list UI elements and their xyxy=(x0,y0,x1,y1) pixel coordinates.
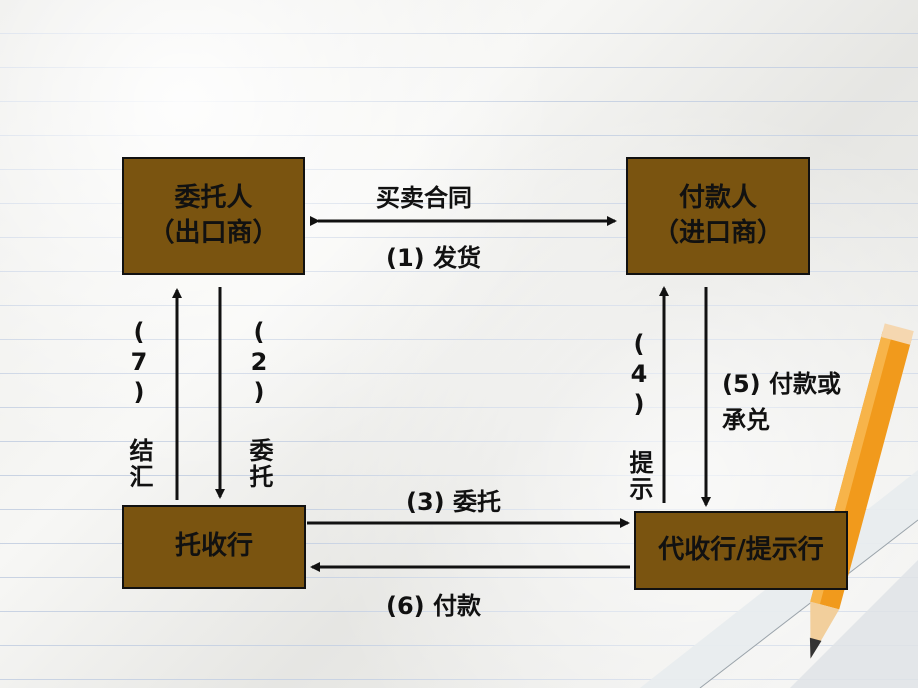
contract-label: 买卖合同 xyxy=(376,184,472,212)
step3-label: (3) 委托 xyxy=(406,488,501,516)
step2-label: (2) 委托 xyxy=(245,318,273,490)
collecting-bank-title: 代收行/提示行 xyxy=(658,534,824,565)
step5-label-line2: 承兑 xyxy=(722,406,770,434)
payer-subtitle: （进口商） xyxy=(652,218,783,248)
remitting-bank-title: 托收行 xyxy=(174,531,253,562)
principal-box: 委托人 （出口商） xyxy=(122,157,305,275)
remitting-bank-box: 托收行 xyxy=(122,505,306,589)
collecting-bank-box: 代收行/提示行 xyxy=(634,511,848,590)
step4-label: (4) 提示 xyxy=(625,330,653,502)
principal-subtitle: （出口商） xyxy=(148,218,279,248)
payer-box: 付款人 （进口商） xyxy=(626,157,810,275)
step1-label: (1) 发货 xyxy=(386,244,481,272)
step7-label: (7) 结汇 xyxy=(125,318,153,490)
step6-label: (6) 付款 xyxy=(386,592,481,620)
step5-label-line1: (5) 付款或 xyxy=(722,370,841,398)
principal-title: 委托人 xyxy=(174,182,253,213)
payer-title: 付款人 xyxy=(678,182,757,213)
